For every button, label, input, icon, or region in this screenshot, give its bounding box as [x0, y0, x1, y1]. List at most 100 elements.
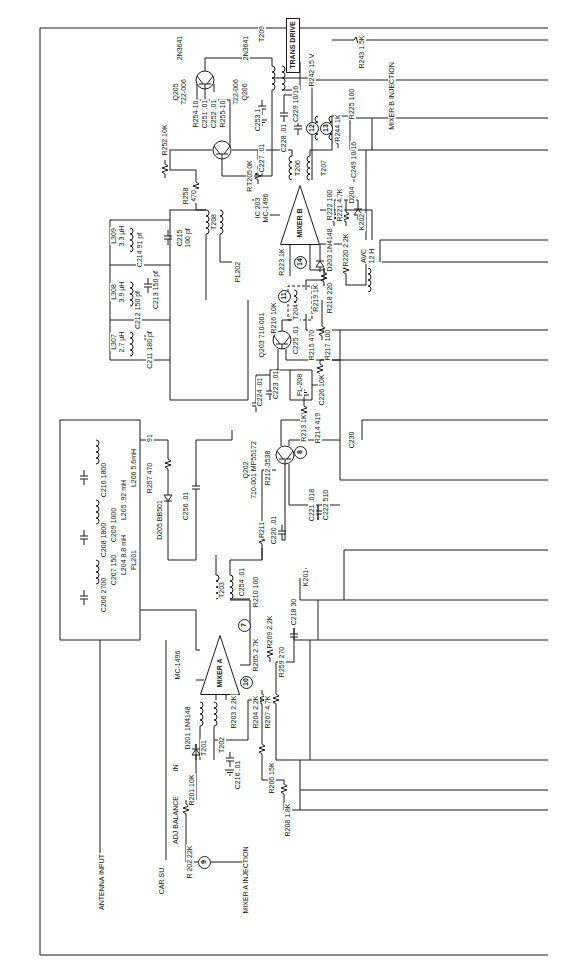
part-label: R244 1K	[334, 113, 342, 142]
box-outline	[287, 18, 300, 72]
mixer-b-stage	[307, 156, 310, 180]
part-label: R220 2.2K	[342, 232, 350, 267]
antenna-filter	[60, 420, 140, 640]
part-label: Q206	[241, 82, 249, 101]
part-label: C253 1	[254, 108, 262, 133]
part-label: C252 .01	[210, 99, 218, 129]
part-label: R252 10K	[161, 123, 169, 156]
callout-circle	[198, 856, 210, 868]
amplifier-stage	[288, 286, 312, 320]
callout-text: 14	[296, 258, 304, 266]
callout-number: 8	[294, 446, 307, 459]
part-label: AVC	[360, 248, 368, 264]
callout-text: 7	[240, 623, 248, 627]
part-label: T206	[294, 159, 302, 177]
bus-wire	[310, 330, 548, 640]
callout-circle	[294, 446, 306, 458]
part-label: C212 150 pf	[134, 290, 142, 330]
part-label: R204 2.2K	[252, 694, 260, 729]
part-label: C210 1800	[100, 462, 108, 498]
part-label: C206 2700	[100, 577, 108, 613]
part-label: C209 1000	[110, 507, 118, 543]
drive-stage	[206, 210, 209, 234]
part-label: 2N3641	[176, 35, 184, 62]
mixer-a-stage	[183, 548, 318, 862]
antenna-filter	[96, 560, 99, 584]
part-label: C225 .01	[292, 325, 300, 355]
callout-text: 10	[242, 678, 250, 686]
part-label: 91	[146, 433, 154, 443]
callout-number: 12	[306, 122, 319, 135]
part-label: C220 .01	[270, 515, 278, 545]
drive-stage	[205, 58, 312, 176]
frame-border	[40, 28, 548, 955]
part-label: L308	[110, 283, 118, 301]
part-label: 100 pf	[184, 227, 192, 248]
bus-wire	[312, 40, 548, 262]
part-label: C207 150	[110, 554, 118, 586]
amplifier-stage	[276, 320, 340, 370]
callout-number: 13	[320, 122, 333, 135]
mixer-b-stage	[252, 37, 372, 292]
block-label: MIXER A	[216, 659, 224, 688]
antenna-filter	[164, 490, 172, 506]
part-label: FL201	[130, 549, 138, 571]
part-label: Q203 710-001	[258, 312, 266, 359]
mixer-a-stage	[300, 568, 318, 600]
part-label: R222 100	[326, 189, 334, 221]
amplifier-stage	[252, 268, 340, 412]
part-label: D204	[348, 186, 356, 205]
part-label: R207 4.7K	[264, 694, 272, 729]
part-label: C221 .018	[308, 488, 316, 522]
callout-circle	[294, 256, 306, 268]
callout-circle	[320, 122, 332, 134]
part-label: C213 150 pf	[152, 270, 160, 310]
part-label: T203	[218, 581, 226, 599]
oscillator-stage	[259, 390, 340, 560]
part-label: L307	[110, 333, 118, 351]
mixer-a-stage	[281, 780, 287, 798]
callout-text: 12	[308, 124, 316, 132]
part-label: L309	[110, 227, 118, 245]
part-label: R219 1K	[312, 283, 320, 312]
part-label: L204 8.8 mH	[120, 534, 128, 576]
part-label: R258	[182, 187, 190, 206]
mixer-a-stage	[226, 752, 234, 767]
part-label: CAR SU.	[158, 865, 166, 895]
mixer-a-stage	[186, 700, 248, 862]
part-label: R242 15 V	[308, 52, 316, 87]
part-label: R221 4.7K	[336, 187, 344, 222]
part-label: R213 1K	[300, 413, 308, 442]
part-label: C226 10K	[318, 373, 326, 406]
part-label: T208	[210, 213, 218, 231]
callout-text: 8	[296, 450, 304, 454]
drive-stage	[162, 160, 168, 178]
mixer-a-stage	[248, 628, 310, 810]
part-label: 722-006	[232, 78, 240, 106]
callout-circle	[240, 676, 252, 688]
callout-circle	[238, 619, 250, 631]
amplifier-stage	[290, 370, 312, 400]
bus-wire	[300, 760, 548, 810]
part-label: R216 10K	[270, 301, 278, 334]
mixer-a-stage	[230, 575, 233, 599]
callout-number: 14	[294, 256, 307, 269]
drive-stage	[130, 228, 133, 252]
part-label: T205	[246, 169, 254, 187]
part-label: R211	[258, 521, 266, 539]
antenna-filter	[80, 590, 88, 605]
bus-wire	[300, 40, 548, 810]
mixer-outline	[201, 636, 240, 695]
part-label: C249 10/16	[350, 141, 358, 179]
amplifier-stage	[306, 268, 340, 330]
part-label: R203 2.2K	[230, 694, 238, 729]
callout-circle	[306, 122, 318, 134]
antenna-filter	[192, 480, 200, 495]
part-label: FL-208	[296, 373, 304, 397]
part-label: C216 .01	[234, 760, 242, 790]
mixer-b-stage	[280, 107, 288, 122]
drive-stage	[170, 210, 248, 400]
part-label: C229 10/16	[292, 85, 300, 123]
part-label: C215	[176, 229, 184, 248]
callout-text: 11	[280, 292, 288, 299]
